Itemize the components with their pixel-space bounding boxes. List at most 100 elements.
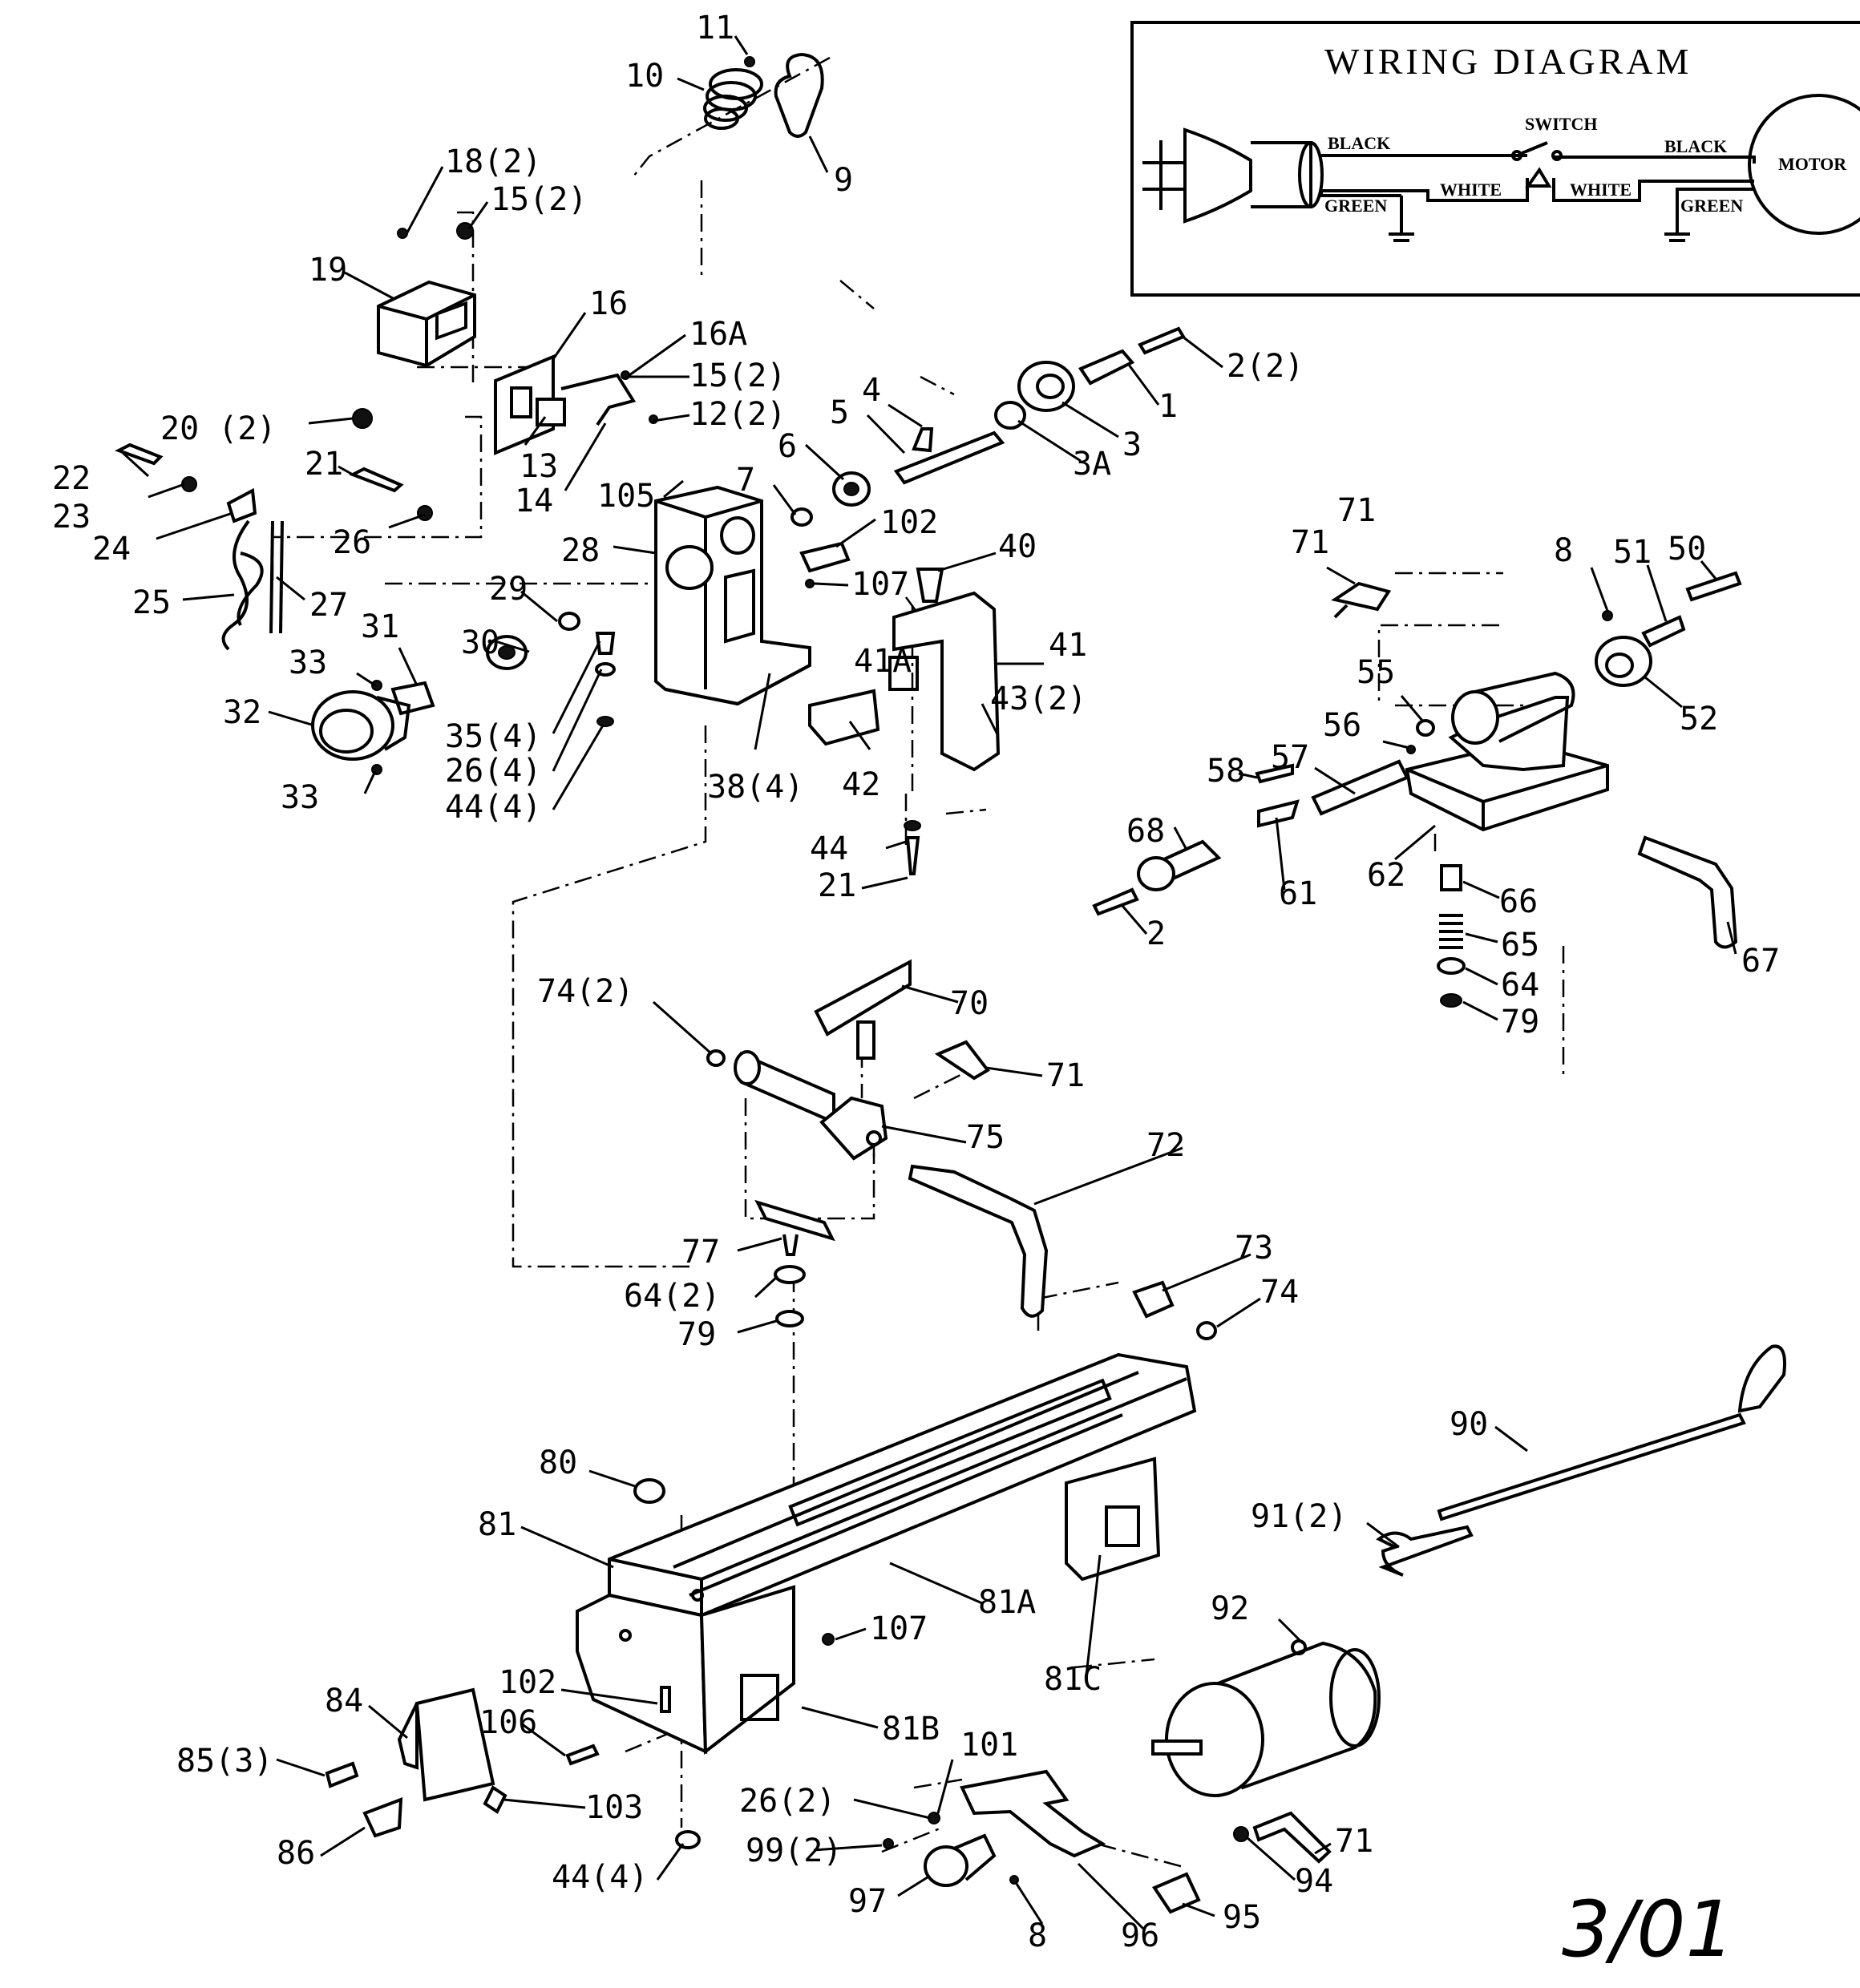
part-label: 96	[1121, 1917, 1159, 1954]
plug-icon	[1142, 127, 1324, 224]
screw-part	[565, 1744, 600, 1766]
wiring-label-black-right: BLACK	[1664, 136, 1727, 156]
part-label: 51	[1613, 534, 1652, 571]
part-label: 86	[277, 1835, 315, 1872]
knockout-rod-part	[1138, 326, 1186, 355]
part-label: 95	[1223, 1899, 1261, 1936]
bolt-part	[1641, 615, 1686, 648]
leader-lines	[119, 35, 1737, 1932]
part-label: 8	[1028, 1917, 1047, 1954]
part-label: 6	[778, 428, 797, 465]
part-label: 44(4)	[445, 789, 541, 826]
retaining-ring-part	[706, 1049, 726, 1067]
lock-handle-part	[934, 1040, 990, 1081]
part-label: 90	[1450, 1406, 1488, 1443]
part-label: 66	[1499, 883, 1538, 920]
part-label: 4	[862, 372, 881, 409]
part-label: 7	[736, 462, 755, 499]
label-plate-part	[888, 656, 919, 691]
part-label: 26(2)	[739, 1783, 835, 1820]
spacer-part	[994, 401, 1026, 430]
tailstock-body-part	[1405, 671, 1609, 832]
part-label: 85(3)	[176, 1743, 273, 1780]
part-label: 55	[1357, 654, 1395, 691]
part-label: 84	[325, 1683, 363, 1719]
switch-icon	[1511, 141, 1563, 188]
part-label: 71	[1335, 1823, 1373, 1860]
part-label: 103	[585, 1789, 643, 1826]
part-label: 92	[1211, 1590, 1249, 1627]
part-label: 9	[834, 162, 853, 199]
pin-part	[1440, 864, 1462, 891]
part-label: 30	[461, 624, 499, 661]
key-part	[1257, 799, 1300, 828]
part-label: 2(2)	[1227, 348, 1304, 385]
part-label: 23	[52, 499, 91, 535]
power-cord-part	[221, 519, 250, 651]
cone-center-part	[1092, 887, 1139, 916]
screw-part	[114, 442, 164, 466]
hinge-part	[397, 1703, 418, 1770]
part-label: 22	[52, 460, 91, 497]
part-label: 27	[309, 587, 348, 624]
part-label: 62	[1367, 857, 1405, 894]
part-label: 106	[479, 1704, 537, 1741]
wiring-diagram-border	[1130, 21, 1860, 297]
bolt-part	[905, 836, 920, 875]
washer-part	[417, 505, 433, 521]
bearing-part	[832, 471, 871, 507]
wiring-label-switch: SWITCH	[1525, 114, 1597, 134]
washer-part	[596, 716, 614, 727]
belt-part	[774, 52, 824, 138]
part-label: 107	[851, 566, 909, 603]
retaining-ring-part	[790, 507, 813, 527]
setscrew-part	[822, 1633, 835, 1646]
lathe-bed-part	[576, 1352, 1197, 1755]
part-label: 26(4)	[445, 753, 541, 790]
part-label: 64	[1501, 967, 1539, 1004]
motor-part	[1151, 1639, 1381, 1797]
nut-part	[1132, 1280, 1175, 1319]
part-label: 12(2)	[689, 396, 786, 433]
part-label: 102	[880, 504, 938, 541]
part-label: 5	[830, 394, 849, 431]
part-label: 74(2)	[537, 973, 633, 1010]
wiring-diagram-title: WIRING DIAGRAM	[1324, 41, 1692, 82]
strain-relief-part	[226, 487, 257, 523]
part-label: 107	[870, 1610, 928, 1647]
part-label: 10	[625, 58, 664, 95]
part-label: 67	[1741, 943, 1780, 980]
part-label: 13	[520, 448, 558, 485]
washer-part	[675, 1830, 701, 1849]
screw-part	[595, 632, 616, 655]
part-label: 26	[333, 524, 371, 561]
part-label: 64(2)	[624, 1278, 720, 1315]
bracket-part	[808, 689, 880, 746]
lock-lever-part	[1637, 835, 1738, 949]
faceplate-part	[1017, 361, 1075, 412]
washer-part	[775, 1310, 804, 1327]
power-cord-coil	[237, 552, 264, 626]
part-label: 81B	[882, 1711, 940, 1748]
part-label: 71	[1337, 492, 1376, 529]
wiring-label-motor: MOTOR	[1778, 154, 1847, 174]
wiring-label-white-left: WHITE	[1440, 180, 1502, 200]
part-label: 41	[1049, 627, 1087, 664]
part-label: 57	[1271, 739, 1309, 776]
retaining-ring-part	[1196, 1321, 1217, 1340]
part-label: 99(2)	[746, 1832, 842, 1869]
wiring-label-green-left: GREEN	[1324, 196, 1387, 216]
wiring-label-white-right: WHITE	[1570, 180, 1632, 200]
spring-part	[703, 68, 763, 130]
part-label: 35(4)	[445, 718, 541, 755]
part-label: 58	[1207, 753, 1245, 790]
wiring-diagram: WIRING DIAGRAM SWITCH	[1130, 21, 1860, 297]
switch-box-part	[377, 280, 476, 368]
block-part	[799, 541, 851, 573]
part-label: 16A	[689, 316, 747, 353]
part-label: 75	[966, 1119, 1005, 1156]
shaft-end-part	[734, 1050, 761, 1085]
setscrew-part	[744, 56, 755, 67]
